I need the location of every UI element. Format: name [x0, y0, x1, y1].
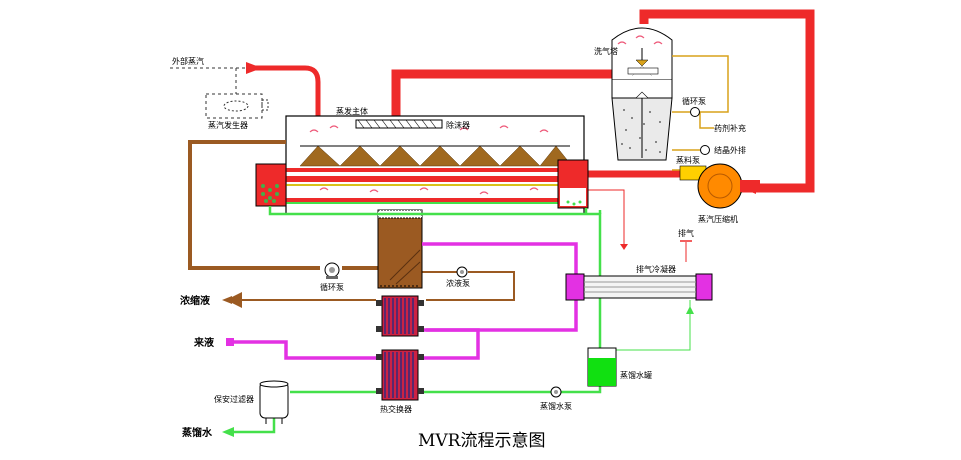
distillate-pump: [550, 386, 562, 398]
scrubber-circ-pump: [690, 107, 700, 117]
concentrate-thin-lines: [226, 271, 515, 308]
circ-pump-bottom: [324, 262, 340, 279]
label-feed-liquid: 来液: [193, 336, 214, 349]
label-concentrate: 浓缩液: [180, 294, 210, 307]
heat-exchanger-bottom: [376, 349, 424, 401]
concentrate-lines: [188, 140, 378, 270]
crystal-discharge-pump: [700, 145, 710, 155]
label-vent: 排气: [678, 228, 694, 238]
distillate-out-arrow: [222, 427, 234, 437]
label-safety-filter: 保安过滤器: [214, 394, 254, 404]
label-external-steam: 外部蒸汽: [172, 56, 204, 66]
steam-generator-box: [205, 93, 263, 119]
distillate-tank-shape: [587, 347, 617, 387]
steam-lines: [250, 9, 815, 262]
label-heat-exchanger: 热交换器: [380, 404, 412, 414]
label-distillate-tank: 蒸馏水罐: [620, 370, 652, 380]
heat-exchanger-top: [376, 295, 424, 337]
conc-pump: [456, 266, 468, 278]
label-vent-condenser: 排气冷凝器: [636, 264, 676, 274]
label-evaporator-body: 蒸发主体: [336, 106, 368, 116]
demister: [355, 119, 443, 129]
vent-condenser: [565, 273, 713, 301]
label-demister: 除沫器: [446, 120, 470, 130]
condenser-up-arrow: [686, 306, 694, 314]
steam-generator-burner: [223, 100, 249, 112]
label-steam-compressor: 蒸汽压缩机: [698, 214, 738, 224]
scrubber-tower: [611, 27, 673, 161]
concentrate-arrow: [222, 296, 232, 304]
external-steam-arrow: [246, 62, 262, 74]
label-conc-pump: 浓液泵: [446, 278, 470, 288]
steam-generator-port: [261, 99, 269, 111]
evaporator-left-bubbles: [261, 184, 279, 203]
condenser-to-tank: [616, 300, 691, 351]
label-distillate: 蒸馏水: [182, 426, 213, 439]
safety-filter: [259, 380, 289, 424]
label-scrubber-tower: 洗气塔: [594, 46, 618, 56]
vent-arrow: [620, 244, 628, 250]
label-crystal-discharge: 结晶外排: [714, 145, 746, 155]
feed-inlet-stub: [226, 338, 234, 346]
label-distillate-pump: 蒸馏水泵: [540, 401, 572, 411]
label-agent-makeup: 药剂补充: [714, 123, 746, 133]
steam-generator-dashed: [170, 67, 246, 94]
label-circ-pump-bottom: 循环泵: [320, 282, 344, 292]
label-circ-pump-top: 循环泵: [682, 96, 706, 106]
steam-compressor: [679, 163, 760, 209]
label-steam-generator: 蒸汽发生器: [208, 120, 248, 130]
diagram-title: MVR流程示意图: [418, 431, 545, 451]
label-feed-pump: 蒸料泵: [676, 155, 700, 165]
separator-tank: [377, 209, 423, 289]
evaporator: [285, 115, 585, 215]
